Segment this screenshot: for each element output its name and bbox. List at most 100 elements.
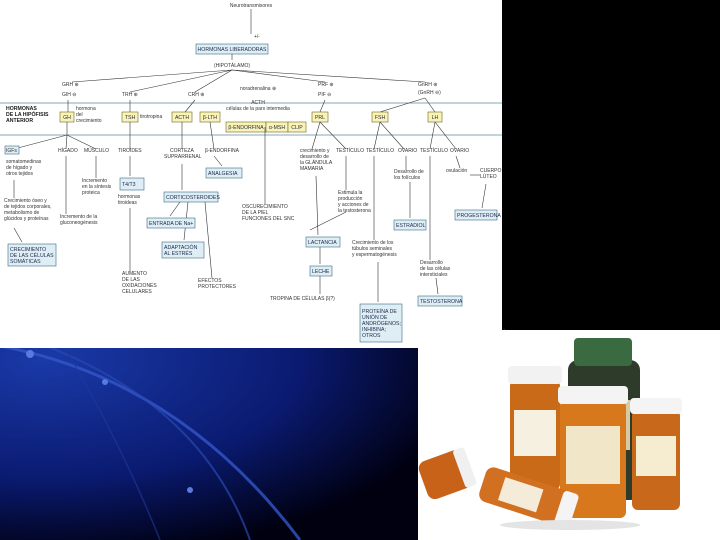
result-box-label: SOMÁTICAS <box>10 258 41 265</box>
decorative-blue-arcs <box>0 340 430 540</box>
note-line: CUERPO <box>480 168 502 174</box>
note-line: de tejidos corporales, <box>4 204 52 210</box>
pars-intermedia-box-label: β-ENDORFINA <box>228 125 264 131</box>
neurotransmitters-label: Neurotransmisores <box>230 3 273 9</box>
note-line: DE LAS <box>122 277 140 283</box>
note-line: Estimula la <box>338 190 363 196</box>
pituitary-hormone-box-label: β-LTH <box>203 115 217 121</box>
pars-intermedia-box: CLIP <box>287 121 307 133</box>
pill-bottles-photo <box>418 330 720 540</box>
diagram-panel <box>0 0 502 348</box>
pituitary-hormone-box-label: LH <box>432 115 439 121</box>
note-line: metabolismo de <box>4 210 40 216</box>
hypothalamic-factor: GIH ⊖ <box>62 92 76 98</box>
result-box-label: LECHE <box>312 269 330 275</box>
result-box: ESTRADIOL <box>393 219 427 231</box>
result-box-label: T4/T3 <box>122 182 136 188</box>
result-box-label: UNIÓN DE <box>362 314 388 321</box>
note-line: producción <box>338 196 363 202</box>
note-line: y acciones de <box>338 202 369 208</box>
pituitary-hormone-box-label: ACTH <box>175 115 189 121</box>
note-line: tiroideas <box>118 200 137 206</box>
target-organ-label: HÍGADO <box>58 147 78 154</box>
target-organ-label: SUPRARRENAL <box>164 154 202 160</box>
noradrenaline-label: noradrenalina ⊕ <box>240 86 276 92</box>
note: ovulación <box>446 168 467 174</box>
note-line: Incremento de la <box>60 214 97 220</box>
target-box <box>4 145 20 155</box>
pituitary-hormone-box-label: TSH <box>125 115 136 121</box>
target-organ-label: TESTÍCULO <box>420 147 448 154</box>
result-box: T4/T3 <box>119 177 145 191</box>
tsh-note: tirotropina <box>140 114 162 120</box>
hypothalamic-factor: (GnRH ⊖) <box>418 90 441 96</box>
pituitary-hormone-box: TSH <box>121 111 139 123</box>
result-box: LECHE <box>309 265 333 277</box>
result-box: ANALGESIA <box>205 167 243 179</box>
pituitary-hormone-box: GH <box>59 111 75 123</box>
result-box-label: ADAPTACIÓN <box>164 244 198 251</box>
hypothalamic-factor: TRH ⊕ <box>122 92 138 98</box>
result-box-label: OTROS <box>362 333 381 339</box>
hypothalamic-factor: PRF ⊕ <box>318 82 334 88</box>
note-line: hormonas <box>118 194 141 200</box>
result-box-label: AL ESTRÉS <box>164 250 193 257</box>
result-box-label: PROGESTERONA <box>457 213 501 219</box>
pituitary-label-line3: ANTERIOR <box>6 118 33 124</box>
result-box-label: ESTRADIOL <box>396 223 426 229</box>
note-line: ovulación <box>446 168 467 174</box>
result-box-label: INHIBINA; <box>362 327 386 333</box>
acth-note-line2: células de la pars intermedia <box>226 106 290 112</box>
result-box-label: ANALGESIA <box>208 171 238 177</box>
beta-cell-tropin-label: TROPINA DE CÉLULAS β(?) <box>270 295 335 302</box>
target-organ-label: TESTÍCULO <box>366 147 394 154</box>
note-line: EFECTOS <box>198 278 222 284</box>
hypothalamic-factor: GRH ⊕ <box>62 82 79 88</box>
pituitary-hormone-box-label: PRL <box>315 115 325 121</box>
hypothalamus-box-label: HORMONAS LIBERADORAS <box>198 47 267 53</box>
note-line: Desarrollo de <box>394 169 424 175</box>
note-line: OXIDACIONES <box>122 283 157 289</box>
note-line: proteica <box>82 190 100 196</box>
gh-note-line1: hormona <box>76 106 96 112</box>
pars-intermedia-box-label: CLIP <box>291 125 303 131</box>
hypothalamus-label: (HIPOTÁLAMO) <box>214 62 250 69</box>
note-line: LÚTEO <box>480 173 497 180</box>
result-box: ENTRADA DE Na+ <box>146 217 196 229</box>
pituitary-label-line1: HORMONAS <box>6 106 37 112</box>
note-line: Crecimiento de los <box>352 240 394 246</box>
pituitary-hormone-box-label: GH <box>63 115 71 121</box>
pituitary-hormone-box-label: FSH <box>375 115 386 121</box>
note-line: la testosterona <box>338 208 371 214</box>
note-line: PROTECTORES <box>198 284 237 290</box>
pituitary-hormone-box: FSH <box>371 111 389 123</box>
note-line: MAMARIA <box>300 166 324 172</box>
plus-minus-label: +/- <box>254 34 260 40</box>
result-box: TESTOSTERONA <box>417 295 463 307</box>
target-organ-label: CORTEZA <box>170 148 194 154</box>
note-line: Crecimiento óseo y <box>4 198 47 204</box>
note-line: OSCURECIMIENTO <box>242 204 288 210</box>
hormone-diagram: Neurotransmisores +/- HORMONAS LIBERADOR… <box>0 3 502 343</box>
pituitary-label-line2: DE LA HIPÓFISIS <box>6 110 49 118</box>
note: Crecimiento óseo yde tejidos corporales,… <box>4 198 52 222</box>
result-box-label: CRECIMIENTO <box>10 247 46 253</box>
note-line: y espermatogénesis <box>352 252 397 258</box>
result-box-label: ANDRÓGENOS; <box>362 320 401 327</box>
result-box: LACTANCIA <box>305 236 341 248</box>
hypothalamic-factor: CRH ⊕ <box>188 92 204 98</box>
result-box-label: CORTICOSTEROIDES <box>166 195 220 201</box>
note-line: los folículos <box>394 175 421 181</box>
result-box: CORTICOSTEROIDES <box>163 191 220 203</box>
hypothalamic-factor: GnRH ⊕ <box>418 82 437 88</box>
result-box: PROGESTERONA <box>454 209 501 221</box>
